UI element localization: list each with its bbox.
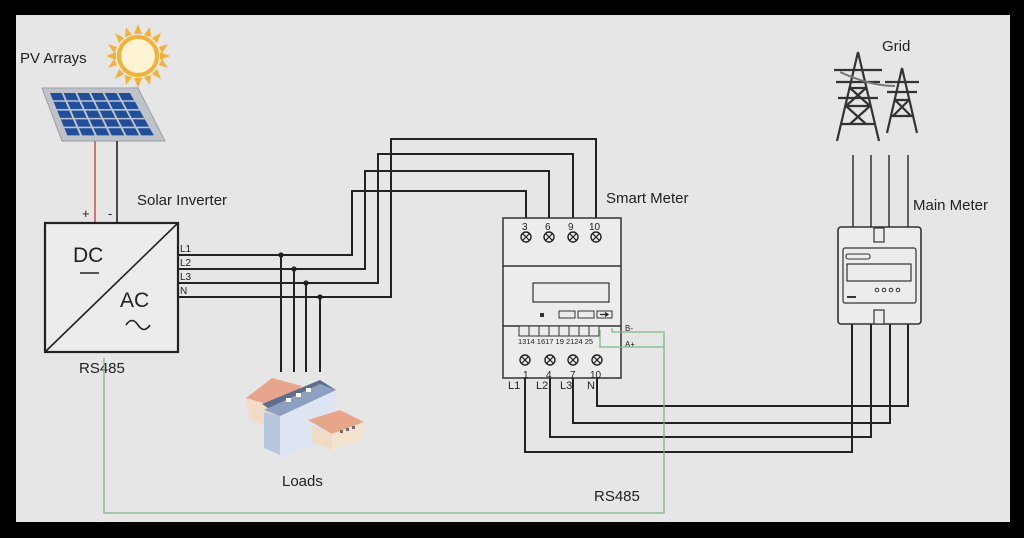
comm-terminal bbox=[548, 325, 560, 337]
dc-negative-label: - bbox=[108, 206, 112, 221]
solar-cell bbox=[123, 101, 139, 110]
solar-cell bbox=[99, 110, 116, 118]
pv-arrays-label: PV Arrays bbox=[20, 50, 87, 67]
output-n-label: N bbox=[180, 286, 187, 297]
solar-cell bbox=[118, 119, 135, 127]
solar-cell bbox=[127, 110, 144, 118]
bottom-l2-label: L2 bbox=[536, 380, 548, 392]
terminal-1-label: 1 bbox=[523, 370, 529, 381]
solar-cell bbox=[79, 128, 95, 136]
solar-cell bbox=[95, 101, 111, 110]
solar-cell bbox=[67, 101, 83, 110]
bottom-l1-label: L1 bbox=[508, 380, 520, 392]
grid-feed-wires bbox=[852, 155, 909, 227]
inverter-ac-label: AC bbox=[120, 289, 149, 312]
wire-l3 bbox=[178, 153, 574, 284]
diagram-panel: PV Arrays + - Solar Inverter bbox=[16, 15, 1010, 522]
solar-cell bbox=[137, 128, 154, 136]
output-l1-label: L1 bbox=[180, 244, 192, 255]
comm-terminal-block bbox=[518, 325, 600, 337]
comm-terminal bbox=[568, 325, 580, 337]
main-meter bbox=[837, 226, 922, 325]
terminal-9-label: 9 bbox=[568, 222, 574, 233]
terminal-3-label: 3 bbox=[522, 222, 528, 233]
solar-cell bbox=[132, 119, 149, 127]
solar-cell bbox=[77, 93, 93, 101]
wire-l2 bbox=[178, 170, 550, 270]
terminal-6-label: 6 bbox=[545, 222, 551, 233]
comm-terminal bbox=[528, 325, 540, 337]
smart-meter bbox=[502, 217, 622, 379]
rs485-b-label: B- bbox=[625, 324, 633, 333]
rs485-link-label: RS485 bbox=[594, 488, 640, 505]
solar-cell bbox=[60, 119, 77, 127]
terminal-4-label: 4 bbox=[546, 370, 552, 381]
wiring-diagram: PV Arrays + - Solar Inverter bbox=[20, 24, 988, 514]
comm-terminal bbox=[518, 325, 530, 337]
main-meter-display bbox=[846, 263, 912, 282]
terminal-7-label: 7 bbox=[570, 370, 576, 381]
solar-cell bbox=[53, 101, 69, 110]
solar-cell bbox=[75, 119, 91, 127]
solar-inverter bbox=[43, 221, 180, 354]
solar-cell bbox=[85, 110, 101, 118]
meter-button bbox=[577, 310, 595, 319]
solar-cell bbox=[113, 110, 130, 118]
grid-label: Grid bbox=[882, 38, 910, 55]
comm-terminal bbox=[578, 325, 590, 337]
rs485-link bbox=[103, 328, 665, 514]
solar-cell bbox=[89, 119, 106, 127]
grid-wire-l1 bbox=[524, 323, 853, 453]
inverter-dc-label: DC bbox=[73, 244, 103, 267]
output-l3-label: L3 bbox=[180, 272, 192, 283]
led-icon bbox=[540, 313, 544, 317]
solar-inverter-label: Solar Inverter bbox=[137, 192, 227, 209]
solar-cell bbox=[108, 128, 125, 136]
solar-cell bbox=[103, 119, 120, 127]
comm-terminal bbox=[588, 325, 600, 337]
wire-l1 bbox=[178, 190, 527, 256]
load-taps bbox=[278, 252, 323, 372]
smart-meter-top-terminals bbox=[520, 231, 602, 243]
solar-cell bbox=[104, 93, 121, 101]
solar-cell bbox=[50, 93, 65, 101]
solar-cell bbox=[64, 128, 80, 136]
terminal-10b-label: 10 bbox=[590, 370, 602, 381]
solar-cell bbox=[122, 128, 140, 136]
dc-positive-label: + bbox=[82, 206, 90, 221]
solar-cell bbox=[63, 93, 79, 101]
grid-side-wires bbox=[524, 323, 909, 453]
comm-terminal bbox=[538, 325, 550, 337]
solar-cell bbox=[91, 93, 107, 101]
power-tower-icon bbox=[834, 51, 919, 142]
meter-button bbox=[558, 310, 576, 319]
output-l2-label: L2 bbox=[180, 258, 192, 269]
ac-symbol-icon bbox=[125, 319, 151, 331]
smart-meter-bottom-terminals bbox=[519, 354, 603, 366]
solar-cell bbox=[118, 93, 135, 101]
loads-building-icon bbox=[246, 378, 364, 458]
loads-label: Loads bbox=[282, 473, 323, 490]
main-meter-label: Main Meter bbox=[913, 197, 988, 214]
inverter-rs485-label: RS485 bbox=[79, 360, 125, 377]
grid-wire-l2 bbox=[549, 323, 872, 438]
grid-wire-n bbox=[596, 323, 909, 407]
solar-cell bbox=[93, 128, 110, 136]
solar-cell bbox=[71, 110, 87, 118]
bottom-l3-label: L3 bbox=[560, 380, 572, 392]
comm-terminal-numbers: 1314 1617 19 2124 25 bbox=[518, 337, 593, 346]
sun-icon bbox=[106, 24, 170, 88]
terminal-10-label: 10 bbox=[589, 222, 601, 233]
smart-meter-label: Smart Meter bbox=[606, 190, 689, 207]
solar-cell bbox=[57, 110, 73, 118]
bottom-n-label: N bbox=[587, 380, 595, 392]
solar-cell bbox=[81, 101, 97, 110]
solar-panel-icon bbox=[41, 87, 166, 142]
solar-cell bbox=[109, 101, 125, 110]
rs485-a-label: A+ bbox=[625, 340, 635, 349]
comm-terminal bbox=[558, 325, 570, 337]
grid-wire-l3 bbox=[572, 323, 891, 424]
smart-meter-display bbox=[532, 282, 610, 303]
